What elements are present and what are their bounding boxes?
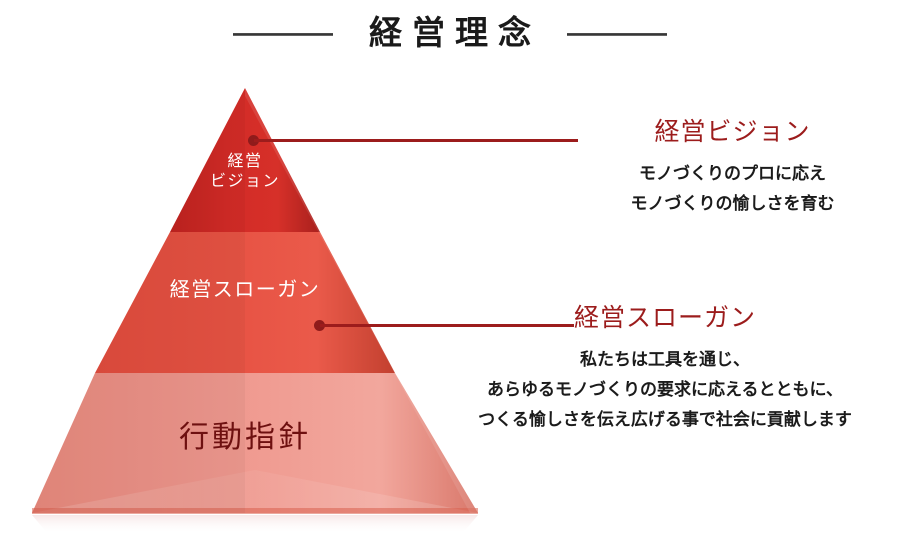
connector-line-vision [248,133,578,147]
connector-dot-slogan [314,320,325,331]
pyramid-tier-label-vision-line2: ビジョン [209,172,280,190]
annotation-slogan-heading: 経営スローガン [573,304,756,332]
pyramid-tier-label-slogan: 経営スローガン [169,279,321,301]
annotation-vision-heading: 経営ビジョン [654,118,811,146]
annotation-slogan-line-1: 私たちは工具を通じ、 [580,350,750,369]
connector-stroke-slogan [320,324,574,327]
annotation-vision-body: モノづくりのプロに応え モノづくりの愉しさを育む [565,159,900,219]
annotation-vision: 経営ビジョン モノづくりのプロに応え モノづくりの愉しさを育む [565,117,900,219]
connector-dot-vision [248,135,259,146]
annotation-vision-line-1: モノづくりのプロに応え [639,164,826,183]
page-title: 経営理念 [369,15,541,52]
pyramid-tier-label-vision-line1: 経営 [227,153,263,170]
pyramid-tier-label-vision: 経営 ビジョン [145,152,345,191]
annotation-slogan-line-3: つくる愉しさを伝え広げる事で社会に貢献します [478,409,852,429]
pyramid-diagram: 経営 ビジョン 経営スローガン 行動指針 [32,88,478,534]
connector-stroke-vision [254,139,578,142]
connector-line-slogan [314,318,574,332]
annotation-vision-line-2: モノづくりの愉しさを育む [630,193,835,213]
title-rule-left [233,32,333,36]
title-rule-right [567,32,667,36]
annotation-slogan-line-2: あらゆるモノづくりの要求に応えるとともに、 [487,379,843,399]
annotation-slogan-body: 私たちは工具を通じ、 あらゆるモノづくりの要求に応えるとともに、 つくる愉しさを… [430,345,900,434]
pyramid-shape [32,88,478,534]
pyramid-tier-label-action: 行動指針 [179,421,311,454]
page-title-row: 経営理念 [0,8,900,60]
annotation-slogan: 経営スローガン 私たちは工具を通じ、 あらゆるモノづくりの要求に応えるとともに、… [430,303,900,434]
